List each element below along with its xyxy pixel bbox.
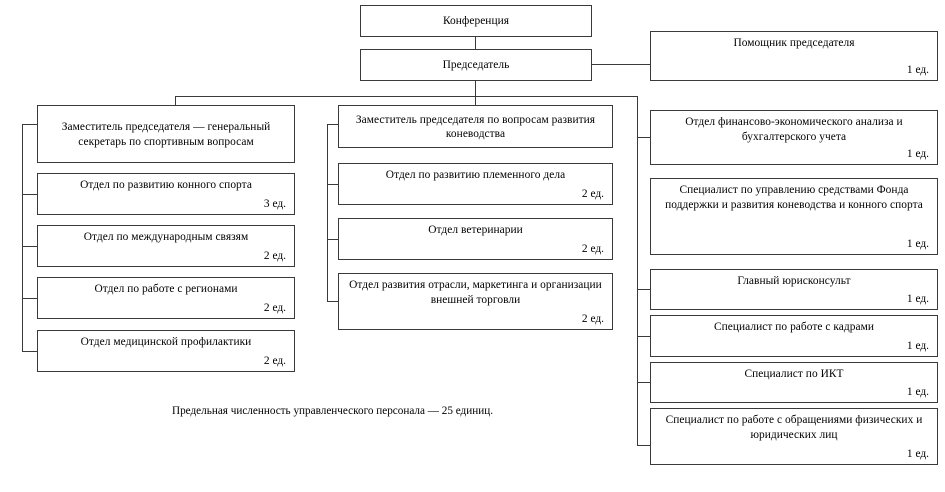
node-middle-item-1-label: Отдел ветеринарии xyxy=(428,224,523,236)
connector-right-stub-4 xyxy=(637,382,651,384)
node-assistant-chairman[interactable]: Помощник председателя 1 ед. xyxy=(650,31,938,81)
connector-right-stub-3 xyxy=(637,336,651,338)
node-middle-item-2-label: Отдел развития отрасли, маркетинга и орг… xyxy=(349,279,602,306)
node-right-item-4-label: Специалист по ИКТ xyxy=(744,368,844,380)
node-left-head[interactable]: Заместитель председателя — генеральный с… xyxy=(37,105,295,163)
node-right-item-2-label: Главный юрисконсульт xyxy=(737,275,851,287)
connector-left-stub-2 xyxy=(22,298,38,300)
connector-middle-stub-0 xyxy=(327,184,339,186)
connector-bus-to-middle-head xyxy=(475,96,477,105)
connector-bus-to-left-head xyxy=(175,96,177,105)
node-right-item-5-count: 1 ед. xyxy=(906,447,929,460)
node-right-item-1[interactable]: Специалист по управлению средствами Фонд… xyxy=(650,178,938,255)
connector-left-bus xyxy=(22,124,24,351)
node-right-item-3-label: Специалист по работе с кадрами xyxy=(713,321,875,333)
connector-left-stub-3 xyxy=(22,351,38,353)
node-middle-item-2[interactable]: Отдел развития отрасли, маркетинга и орг… xyxy=(338,273,613,330)
node-right-item-4-count: 1 ед. xyxy=(906,385,929,398)
node-middle-head[interactable]: Заместитель председателя по вопросам раз… xyxy=(338,105,613,148)
node-right-item-2-count: 1 ед. xyxy=(906,292,929,305)
node-left-item-1-count: 2 ед. xyxy=(263,249,286,262)
node-left-item-0[interactable]: Отдел по развитию конного спорта 3 ед. xyxy=(37,173,295,215)
connector-right-stub-0 xyxy=(637,137,651,139)
node-middle-head-label: Заместитель председателя по вопросам раз… xyxy=(355,113,596,141)
node-left-item-0-count: 3 ед. xyxy=(263,197,286,210)
node-right-item-0-count: 1 ед. xyxy=(906,147,929,160)
node-chairman-label: Председатель xyxy=(442,59,510,72)
connector-middle-stub-1 xyxy=(327,239,339,241)
node-conference[interactable]: Конференция xyxy=(360,5,592,37)
node-middle-item-2-count: 2 ед. xyxy=(581,312,604,325)
node-left-item-2[interactable]: Отдел по работе с регионами 2 ед. xyxy=(37,277,295,319)
node-right-item-4[interactable]: Специалист по ИКТ 1 ед. xyxy=(650,362,938,403)
node-left-item-1-label: Отдел по международным связям xyxy=(83,231,249,243)
node-left-item-3-label: Отдел медицинской профилактики xyxy=(80,336,252,348)
node-right-item-0[interactable]: Отдел финансово-экономического анализа и… xyxy=(650,110,938,165)
connector-middle-stub-head xyxy=(327,124,339,126)
node-right-item-2[interactable]: Главный юрисконсульт 1 ед. xyxy=(650,269,938,310)
connector-right-stub-5 xyxy=(637,445,651,447)
node-left-item-2-label: Отдел по работе с регионами xyxy=(94,283,238,295)
connector-left-stub-1 xyxy=(22,246,38,248)
node-left-item-3[interactable]: Отдел медицинской профилактики 2 ед. xyxy=(37,330,295,372)
connector-conference-chair xyxy=(475,37,477,50)
node-right-item-1-label: Специалист по управлению средствами Фонд… xyxy=(665,184,923,211)
node-right-item-0-label: Отдел финансово-экономического анализа и… xyxy=(685,116,903,143)
node-left-item-0-label: Отдел по развитию конного спорта xyxy=(80,179,252,191)
connector-chair-drop xyxy=(475,81,477,97)
node-left-head-label: Заместитель председателя — генеральный с… xyxy=(61,121,271,148)
connector-main-bus xyxy=(175,96,638,98)
connector-right-stub-2 xyxy=(637,289,651,291)
node-right-item-3[interactable]: Специалист по работе с кадрами 1 ед. xyxy=(650,315,938,357)
node-right-item-1-count: 1 ед. xyxy=(906,237,929,250)
connector-bus-to-right xyxy=(637,96,639,446)
footnote-total-headcount: Предельная численность управленческого п… xyxy=(172,405,493,417)
node-assistant-chairman-label: Помощник председателя xyxy=(733,37,855,49)
node-conference-label: Конференция xyxy=(442,15,510,28)
connector-left-stub-head xyxy=(22,124,38,126)
node-middle-item-0[interactable]: Отдел по развитию племенного дела 2 ед. xyxy=(338,163,613,205)
node-right-item-5[interactable]: Специалист по работе с обращениями физич… xyxy=(650,408,938,465)
node-left-item-1[interactable]: Отдел по международным связям 2 ед. xyxy=(37,225,295,267)
node-assistant-chairman-count: 1 ед. xyxy=(906,63,929,76)
node-left-item-2-count: 2 ед. xyxy=(263,301,286,314)
node-left-item-3-count: 2 ед. xyxy=(263,354,286,367)
node-middle-item-1-count: 2 ед. xyxy=(581,242,604,255)
node-right-item-5-label: Специалист по работе с обращениями физич… xyxy=(665,414,923,441)
node-chairman[interactable]: Председатель xyxy=(360,49,592,81)
node-middle-item-0-label: Отдел по развитию племенного дела xyxy=(385,169,566,181)
connector-chair-assistant xyxy=(592,64,650,66)
node-middle-item-0-count: 2 ед. xyxy=(581,187,604,200)
connector-left-stub-0 xyxy=(22,194,38,196)
connector-middle-bus xyxy=(327,124,329,302)
connector-middle-stub-2 xyxy=(327,301,339,303)
node-middle-item-1[interactable]: Отдел ветеринарии 2 ед. xyxy=(338,218,613,260)
node-right-item-3-count: 1 ед. xyxy=(906,339,929,352)
